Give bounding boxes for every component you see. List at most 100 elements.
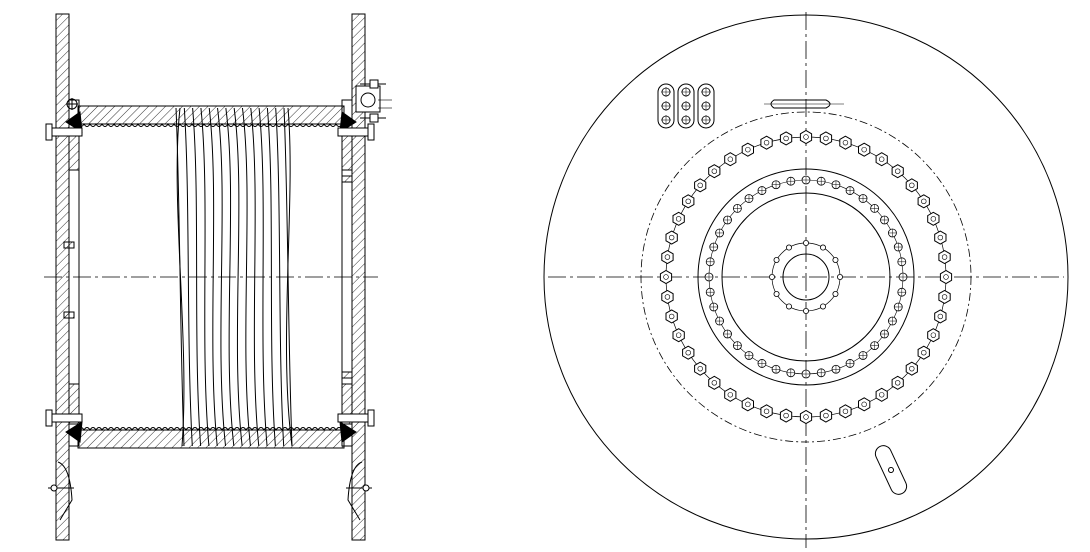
bolt-top-left [47, 127, 83, 137]
outer-bolt-hole [930, 216, 937, 222]
outer-bolt-hole [842, 408, 849, 415]
slot-groups [657, 83, 715, 129]
outer-bolt-nut [779, 408, 793, 423]
rope-turn [241, 107, 251, 447]
outer-bolt-nut [819, 408, 833, 423]
outer-bolt-hole [894, 380, 901, 386]
outer-bolt-nut [938, 289, 951, 304]
hub-bolt-hole [832, 290, 839, 297]
outer-bolt-hole [921, 198, 927, 205]
outer-bolt-nut [905, 361, 918, 376]
rope-turn [225, 107, 235, 447]
outer-bolt-nut [927, 328, 940, 343]
bolt-bottom-left [47, 413, 83, 423]
outer-bolt-nut [661, 250, 674, 265]
bolt-top-left-head [45, 123, 53, 141]
left-flange-inner-ring [68, 99, 80, 447]
outer-bolt-nut [875, 387, 888, 402]
outer-bolt-hole [685, 349, 691, 356]
rope-turn [266, 107, 276, 447]
outer-bolt-nut [819, 131, 833, 146]
outer-bolt-nut [694, 361, 707, 376]
outer-bolt-hole [823, 135, 829, 142]
outer-bolt-hole [941, 254, 948, 260]
outer-bolt-hole [937, 313, 944, 320]
bolt-bottom-right-head [367, 409, 375, 427]
outer-bolt-nut [724, 387, 737, 402]
outer-bolt-hole [909, 182, 915, 189]
outer-bolt-nut [682, 194, 695, 209]
bolt-bottom-left-head [45, 409, 53, 427]
outer-bolt-hole [861, 401, 867, 408]
ring-mark-l2 [63, 311, 75, 319]
outer-bolt-hole [878, 156, 885, 162]
outer-bolt-nut [934, 230, 947, 245]
barrel-circle [640, 111, 972, 443]
flange-outer-circle [543, 14, 1069, 540]
hub-bolt-hole [820, 303, 827, 310]
outer-bolt-hole [763, 139, 770, 146]
outer-bolt-hole [783, 135, 789, 142]
front-face-view [543, 12, 1069, 548]
top-slot [770, 99, 831, 109]
outer-bolt-nut [917, 194, 930, 209]
outer-bolt-nut [779, 131, 793, 146]
left-flange-hub-bottom [68, 383, 80, 425]
ring-mark-l1 [63, 241, 75, 249]
outer-bolt-nut [659, 269, 673, 285]
outer-bolt-hole [727, 392, 734, 398]
outer-bolt-hole [711, 380, 718, 386]
rope-turn [233, 107, 243, 447]
left-foot-detail [57, 461, 73, 521]
outer-bolt-hole [803, 414, 809, 420]
hub-bolt-hole [832, 256, 839, 263]
outer-bolt-nut [741, 142, 754, 157]
outer-bolt-hole [878, 392, 885, 398]
outer-bolt-nut [760, 404, 773, 419]
hub-bolt-hole [803, 307, 810, 314]
rope-turn [217, 107, 227, 447]
rope-clamp-nut-2 [369, 113, 379, 123]
outer-bolt-hole [803, 134, 809, 140]
hub-bolt-hole [837, 273, 844, 280]
outer-bolt-hole [937, 234, 944, 241]
rope-clamp-body [355, 85, 381, 113]
hub-bolt-hole [820, 244, 827, 251]
outer-bolt-hole [668, 234, 675, 241]
right-foot-detail [347, 461, 363, 521]
outer-bolt-hole [664, 254, 671, 260]
outer-bolt-hole [727, 156, 734, 162]
outer-bolt-nut [672, 211, 685, 226]
weld-bottom-left [65, 421, 83, 443]
outer-bolt-nut [839, 404, 852, 419]
hub-bolt-hole [786, 244, 793, 251]
outer-bolt-hole [675, 216, 682, 222]
barrel-groove-edge-top [77, 123, 345, 127]
outer-bolt-nut [694, 178, 707, 193]
outer-bolt-circle-holes [659, 129, 953, 425]
bolt-top-right-head [367, 123, 375, 141]
ring-mark-r1 [341, 175, 353, 183]
outer-bolt-nut [927, 211, 940, 226]
outer-bolt-hole [697, 365, 703, 372]
hub-bolt-hole [769, 273, 776, 280]
outer-bolt-hole [941, 294, 948, 300]
outer-bolt-nut [672, 328, 685, 343]
outer-bolt-hole [685, 198, 691, 205]
outer-bolt-nut [665, 309, 678, 324]
outer-bolt-hole [664, 294, 671, 300]
bolt-top-right [337, 127, 373, 137]
outer-bolt-hole [763, 408, 770, 415]
bottom-slot [874, 445, 908, 495]
outer-bolt-nut [891, 164, 904, 179]
outer-bolt-hole [842, 139, 849, 146]
outer-bolt-hole [663, 274, 669, 280]
outer-bolt-hole [711, 168, 718, 174]
outer-bolt-nut [661, 289, 674, 304]
side-section-view [44, 13, 392, 541]
weld-top-left [65, 111, 83, 133]
outer-bolt-nut [905, 178, 918, 193]
rope-boundary-left [176, 107, 185, 447]
outer-bolt-nut [799, 409, 813, 425]
